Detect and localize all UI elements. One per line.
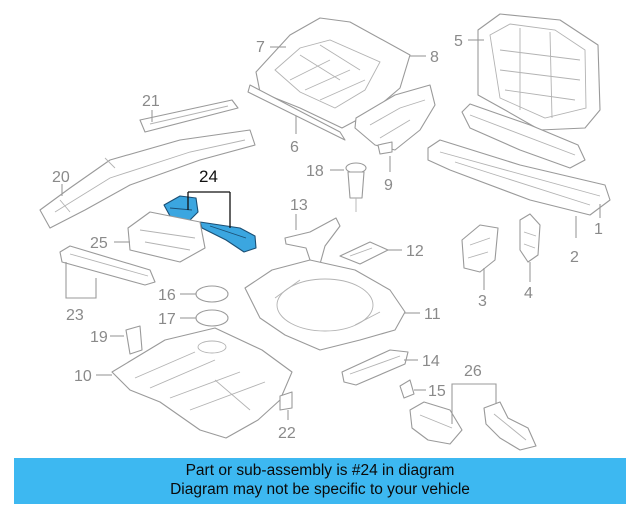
- parts-diagram: 7 8 6 5 9 1 2 3 4: [39, 13, 611, 451]
- callout-5[interactable]: 5: [454, 33, 463, 50]
- callout-20[interactable]: 20: [52, 169, 70, 186]
- callout-6[interactable]: 6: [290, 139, 299, 156]
- part-rail-1[interactable]: [427, 139, 611, 216]
- part-bracket-26b[interactable]: [483, 401, 537, 451]
- part-bracket-3[interactable]: [461, 224, 499, 273]
- part-member-14[interactable]: [341, 349, 409, 386]
- callout-9[interactable]: 9: [384, 177, 393, 194]
- callout-26[interactable]: 26: [464, 363, 482, 380]
- part-rear-panel[interactable]: [477, 13, 601, 131]
- callout-11[interactable]: 11: [424, 306, 441, 323]
- callout-2[interactable]: 2: [570, 249, 579, 266]
- part-bracket-26a[interactable]: [409, 401, 463, 445]
- part-clip-15[interactable]: [399, 379, 415, 399]
- callout-14[interactable]: 14: [422, 353, 440, 370]
- part-bracket-19[interactable]: [125, 325, 143, 355]
- part-member-21[interactable]: [139, 99, 239, 133]
- callout-17[interactable]: 17: [158, 311, 176, 328]
- callout-19[interactable]: 19: [90, 329, 108, 346]
- callout-12[interactable]: 12: [406, 243, 424, 260]
- callout-13[interactable]: 13: [290, 197, 308, 214]
- part-bracket-13[interactable]: [284, 217, 341, 267]
- part-rear-shelf[interactable]: [247, 17, 411, 141]
- callout-10[interactable]: 10: [74, 368, 92, 385]
- callout-4[interactable]: 4: [524, 285, 533, 302]
- part-clip-22[interactable]: [279, 391, 293, 411]
- part-side-rail-20[interactable]: [39, 129, 256, 229]
- callout-18[interactable]: 18: [306, 163, 324, 180]
- banner-line-1: Part or sub-assembly is #24 in diagram: [185, 462, 455, 479]
- info-banner: Part or sub-assembly is #24 in diagram D…: [14, 458, 626, 504]
- part-plate-12[interactable]: [339, 241, 389, 265]
- callout-7[interactable]: 7: [256, 39, 265, 56]
- callout-1[interactable]: 1: [594, 221, 603, 238]
- part-rail-2[interactable]: [461, 103, 586, 169]
- callout-3[interactable]: 3: [478, 293, 487, 310]
- part-wheel-well-11[interactable]: [244, 259, 406, 351]
- callout-25[interactable]: 25: [90, 235, 108, 252]
- banner-line-2: Diagram may not be specific to your vehi…: [170, 481, 470, 498]
- callout-15[interactable]: 15: [428, 383, 446, 400]
- part-rail-23[interactable]: [59, 245, 156, 286]
- part-grommet-16[interactable]: [195, 285, 229, 303]
- part-crossmember-25[interactable]: [127, 211, 206, 263]
- callout-21[interactable]: 21: [142, 93, 160, 110]
- part-floor-pan-10[interactable]: [111, 327, 293, 439]
- part-24-highlighted[interactable]: [163, 195, 257, 253]
- part-bolt-18[interactable]: [345, 162, 367, 212]
- callout-22[interactable]: 22: [278, 425, 296, 442]
- callout-16[interactable]: 16: [158, 287, 176, 304]
- callout-8[interactable]: 8: [430, 49, 439, 66]
- part-grommet-17[interactable]: [195, 309, 229, 327]
- callout-24[interactable]: 24: [199, 167, 218, 186]
- part-bracket-4[interactable]: [519, 213, 541, 263]
- callout-23[interactable]: 23: [66, 307, 84, 324]
- part-bracket-9[interactable]: [354, 84, 436, 155]
